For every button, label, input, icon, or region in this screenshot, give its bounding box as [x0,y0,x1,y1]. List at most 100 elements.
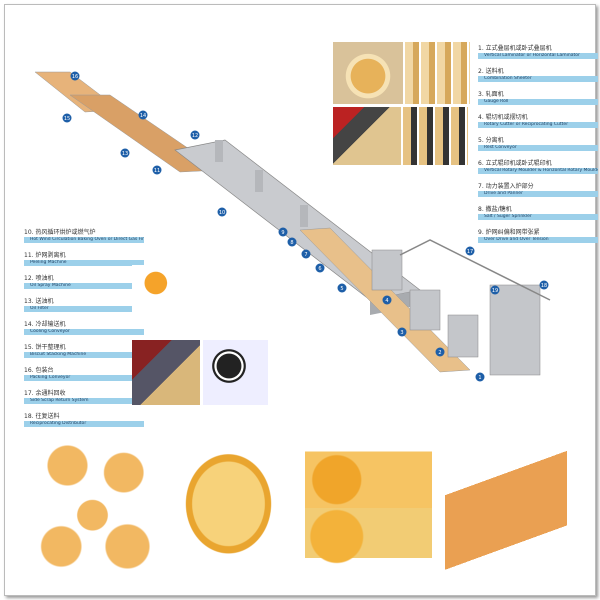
legend-item-en: Peeling Machine [24,260,144,266]
legend-item-en: Over Drive and Over Tension [478,237,598,243]
legend-item-zh: 18. 往复送料 [24,413,60,420]
legend-item-en: Biscuit Stacking Machine [24,352,144,358]
legend-item-en: Hot Wind Circulation Baking Oven or Dire… [24,237,144,243]
legend-item-zh: 8. 撒盐/糖机 [478,206,512,213]
marker-label: 8 [290,240,293,246]
legend-item-zh: 11. 炉网剥离机 [24,252,66,259]
marker-16 [70,71,80,81]
photo-orange-biscuits [132,265,200,325]
legend-item-en: Drive and Panner [478,191,598,197]
marker-2 [435,347,445,357]
marker-12 [190,130,200,140]
scrap-return [399,239,551,301]
marker-11 [152,165,162,175]
marker-label: 3 [400,330,403,336]
marker-label: 16 [72,74,78,80]
marker-9 [278,227,288,237]
marker-label: 6 [318,266,321,272]
legend-item-zh: 7. 动力装置入炉部分 [478,183,534,190]
photo-round-biscuits [405,42,470,104]
marker-label: 4 [385,298,388,304]
legend-item-en: Rest Conveyor [478,145,598,151]
marker-3 [397,327,407,337]
photo-cookies [305,430,432,572]
photo-stacking-line [132,340,200,405]
legend-item-en: Oil Filter [24,306,144,312]
photo-round-biscuit [165,430,292,572]
laminator [489,284,541,376]
marker-label: 11 [154,168,160,174]
cutter [409,289,441,331]
legend-item-zh: 10. 热风循环烘炉或燃气炉 [24,229,96,236]
legend-item-zh: 14. 冷却输送机 [24,321,66,328]
marker-8 [287,237,297,247]
legend-item-en: Rotary Cutter or Reciprocating Cutter [478,122,598,128]
legend-item-en: Vertical Rotary Moulder & Horizontal Rot… [478,168,598,174]
marker-label: 10 [219,210,225,216]
legend-item-zh: 16. 包装台 [24,367,54,374]
legend-item-en: Vertical Laminator or Horizontal Laminat… [478,53,598,59]
legend-item-zh: 13. 送油机 [24,298,54,305]
legend-item-zh: 15. 饼干整理机 [24,344,66,351]
legend-item-zh: 6. 立式辊印机或卧式辊印机 [478,160,552,167]
legend-item-zh: 17. 余通料回收 [24,390,66,397]
marker-13 [120,148,130,158]
legend-item-zh: 9. 炉网纠偏和网带张紧 [478,229,540,236]
marker-label: 17 [467,249,473,255]
photo-biscuit-stacks [333,42,403,104]
marker-label: 19 [492,288,498,294]
photo-sandwich-cookies [203,340,268,405]
marker-label: 12 [192,133,198,139]
legend-item-en: Combination Sheeter [478,76,598,82]
marker-7 [301,249,311,259]
legend-item-zh: 2. 送料机 [478,68,504,75]
legend-item-en: Salt / Suger Sprinkler [478,214,598,220]
marker-label: 2 [438,350,441,356]
marker-label: 1 [478,375,481,381]
legend-item-en: Cooling Conveyor [24,329,144,335]
legend-item-zh: 3. 轧面机 [478,91,504,98]
legend-item-en: Gauge Roll [478,99,598,105]
marker-label: 15 [64,116,70,122]
photo-rectangular-biscuits [445,430,567,572]
image-frame [4,4,596,596]
legend-item-en: Side Scrap Return System [24,398,144,404]
marker-label: 13 [122,151,128,157]
marker-label: 7 [304,252,307,258]
marker-10 [217,207,227,217]
marker-label: 9 [281,230,284,236]
marker-4 [382,295,392,305]
legend-item-en: Oil Spray Machine [24,283,144,289]
legend-item-zh: 5. 分离机 [478,137,504,144]
oven-exhaust [215,140,223,162]
marker-17 [465,246,475,256]
marker-18 [539,280,549,290]
marker-label: 14 [140,113,146,119]
gauge-roll [447,314,479,358]
marker-5 [337,283,347,293]
marker-label: 18 [541,283,547,289]
marker-15 [62,113,72,123]
legend-item-zh: 4. 辊切机或摆切机 [478,114,528,121]
photo-machine-biscuits [333,107,401,165]
marker-6 [315,263,325,273]
rotary-moulder [371,249,403,291]
